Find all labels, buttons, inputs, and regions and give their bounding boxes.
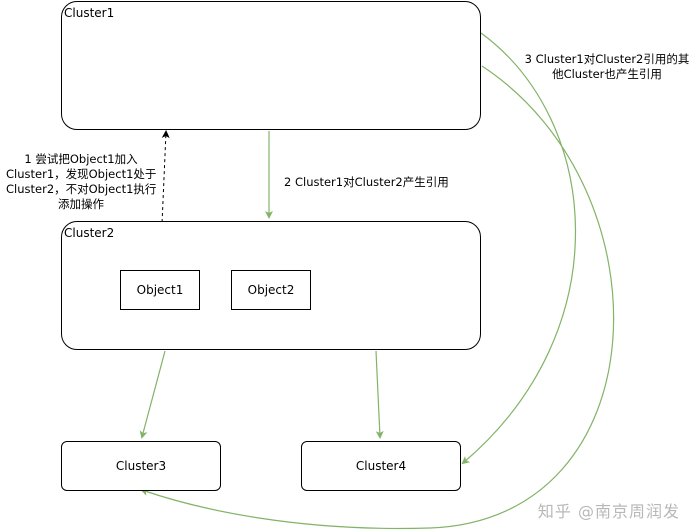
edge-cluster2-to-cluster4 xyxy=(375,350,384,439)
cluster3-label: Cluster3 xyxy=(115,459,167,473)
annotation-step1: 1 尝试把Object1加入 Cluster1，发现Object1处于 Clus… xyxy=(6,152,156,212)
object2-label: Object2 xyxy=(247,283,295,297)
cluster1-label: Cluster1 xyxy=(64,6,115,20)
edge-cluster1-to-cluster3 xyxy=(140,65,615,530)
object1-node[interactable]: Object1 xyxy=(120,270,200,310)
annotation-step1-line2: Cluster1，发现Object1处于 xyxy=(6,167,157,181)
annotation-step1-line3: Cluster2，不对Object1执行 xyxy=(6,182,157,196)
annotation-step2: 2 Cluster1对Cluster2产生引用 xyxy=(284,175,449,189)
cluster4-label: Cluster4 xyxy=(355,459,407,473)
cluster1-node[interactable]: Cluster1 xyxy=(61,1,481,130)
annotation-step3-line2: 他Cluster也产生引用 xyxy=(552,67,662,81)
cluster2-label: Cluster2 xyxy=(64,226,115,240)
annotation-step3: 3 Cluster1对Cluster2引用的其 他Cluster也产生引用 xyxy=(522,52,692,82)
annotation-step3-line1: 3 Cluster1对Cluster2引用的其 xyxy=(524,52,690,66)
cluster4-node[interactable]: Cluster4 xyxy=(301,441,461,491)
object1-label: Object1 xyxy=(136,283,184,297)
cluster3-node[interactable]: Cluster3 xyxy=(61,441,221,491)
object2-node[interactable]: Object2 xyxy=(231,270,311,310)
edge-object1-to-cluster1-dashed xyxy=(159,130,170,271)
watermark-text: 知乎 @南京周润发 xyxy=(537,502,680,521)
edge-cluster1-to-cluster4 xyxy=(461,32,577,465)
edge-cluster2-to-cluster3 xyxy=(139,350,166,439)
annotation-step1-line1: 1 尝试把Object1加入 xyxy=(24,152,138,166)
annotation-step1-line4: 添加操作 xyxy=(58,197,104,211)
